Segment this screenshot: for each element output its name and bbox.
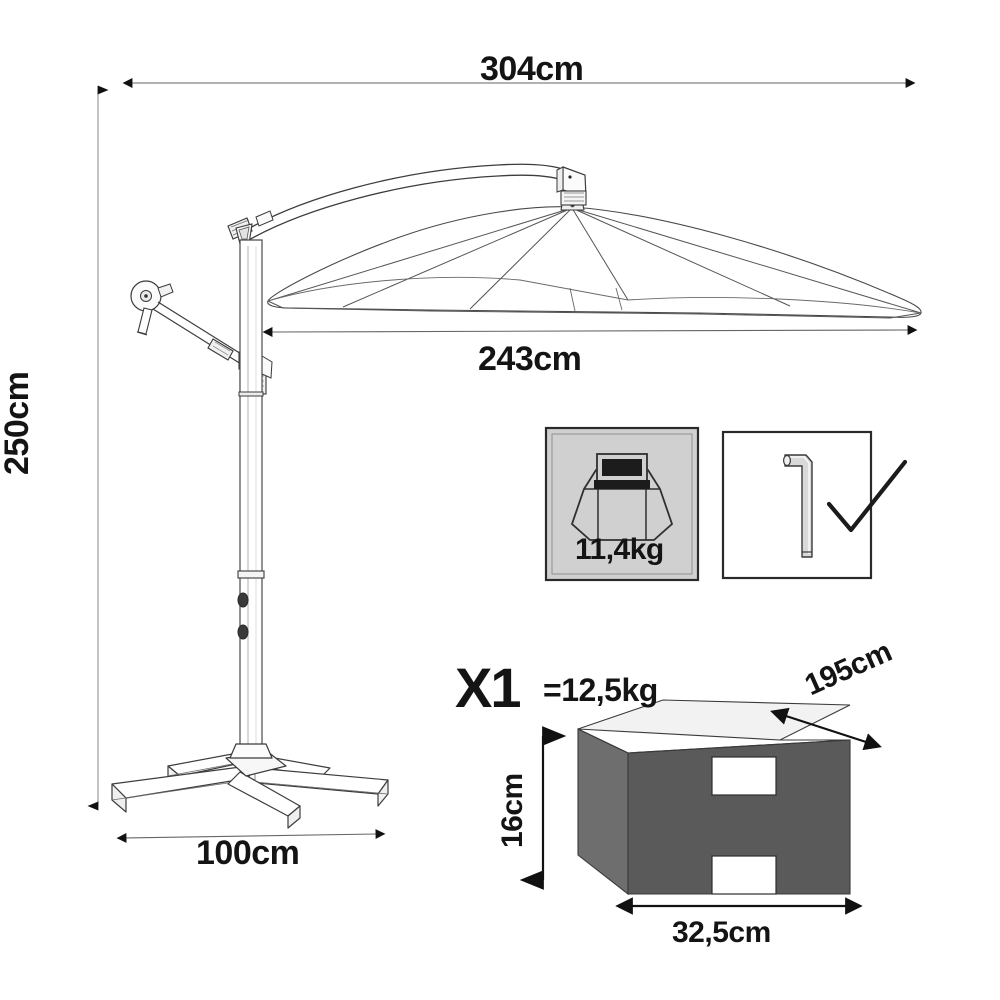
package-quantity-label: X1	[455, 656, 521, 719]
carton-label-top	[711, 756, 777, 796]
carton-label-bottom	[711, 855, 777, 895]
dimension-label-overall-height: 250cm	[0, 371, 36, 475]
dimension-243cm	[262, 325, 918, 337]
allen-key-icon	[782, 454, 813, 558]
package-weight-label: =12,5kg	[543, 672, 658, 708]
parasol-base-cover-icon	[570, 453, 674, 541]
dimension-label-overall-width: 304cm	[480, 50, 584, 88]
parasol-cross-base	[111, 743, 389, 829]
base-weight-panel	[544, 426, 700, 582]
dimension-label-carton-height: 16cm	[496, 773, 529, 848]
dimension-label-carton-width: 32,5cm	[672, 916, 771, 949]
tool-panel	[721, 430, 908, 580]
parasol-mast	[237, 239, 265, 761]
crank-handle	[130, 280, 174, 336]
base-weight-value: 11,4kg	[575, 533, 664, 566]
dimension-label-base-width: 100cm	[196, 834, 300, 872]
check-mark-icon	[826, 459, 908, 533]
upper-pivot-head	[235, 223, 253, 245]
dimension-100cm	[116, 829, 386, 843]
parasol-canopy	[267, 199, 922, 319]
carton-box	[577, 699, 851, 896]
dimension-label-canopy-span: 243cm	[478, 340, 582, 378]
dimension-195cm	[770, 707, 882, 751]
